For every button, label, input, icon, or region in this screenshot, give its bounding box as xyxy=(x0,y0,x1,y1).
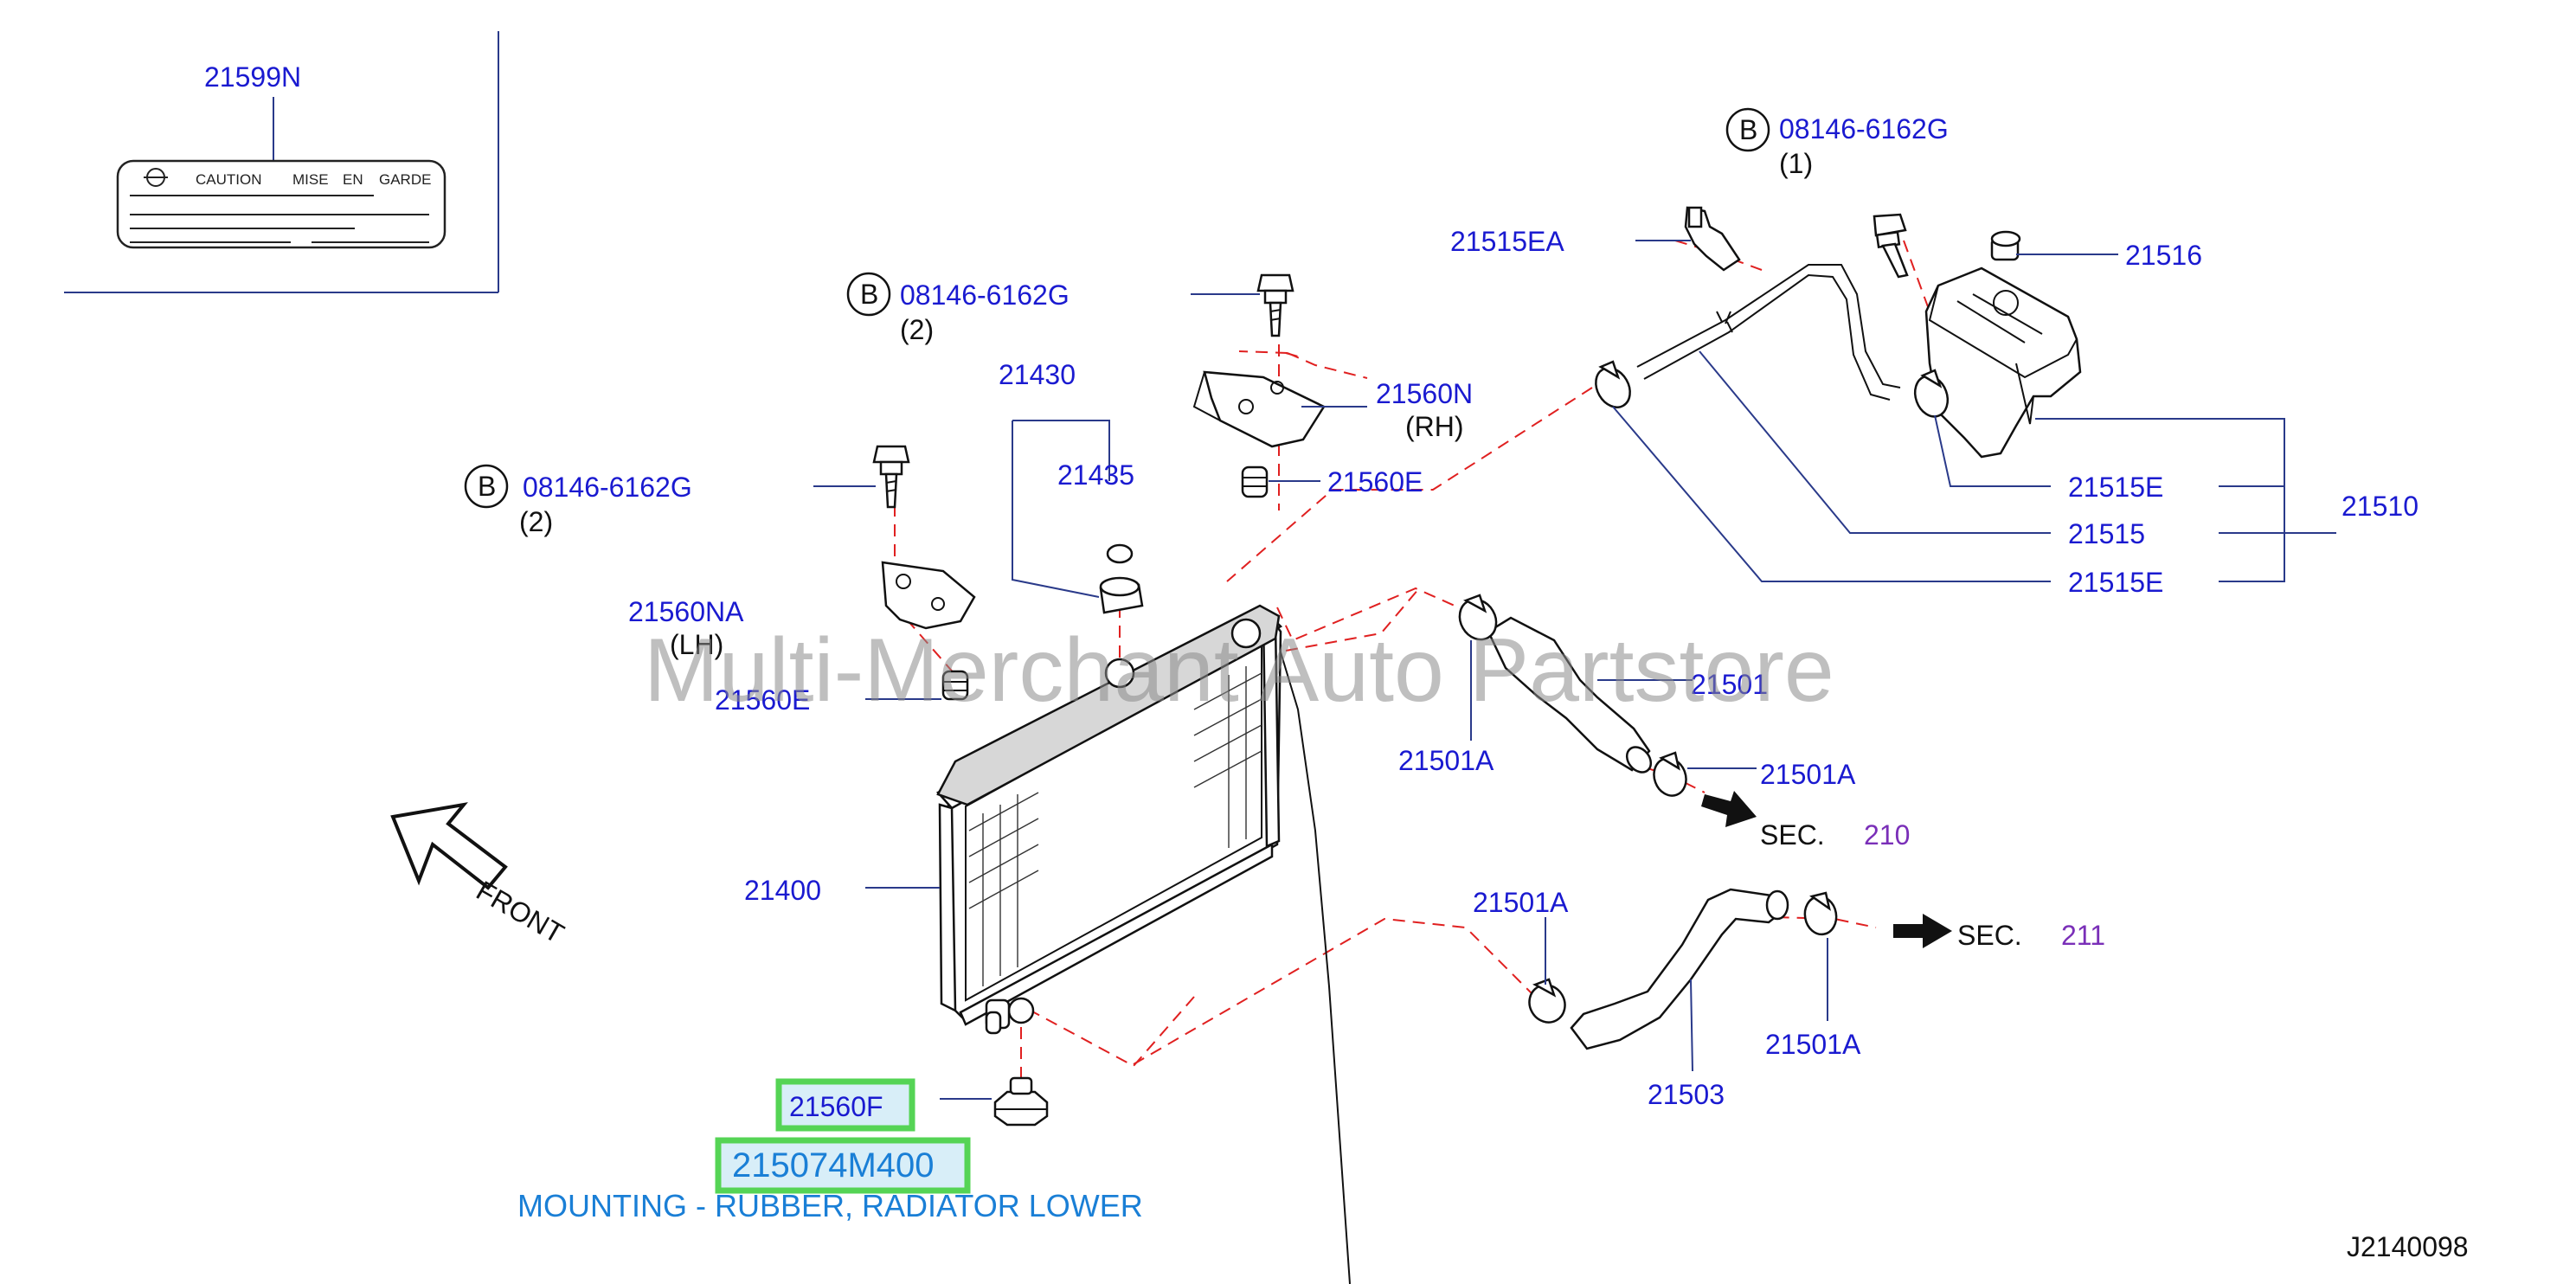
sec-210-prefix: SEC. xyxy=(1760,819,1825,851)
part-label-21430[interactable]: 21430 xyxy=(999,359,1076,390)
part-label-21501A-lower-left[interactable]: 21501A xyxy=(1473,887,1569,918)
reservoir-hose-21515[interactable] xyxy=(1636,264,1901,401)
caution-label-inset: 21599N CAUTION MISE EN GARDE xyxy=(64,31,499,293)
part-label-21501[interactable]: 21501 xyxy=(1691,669,1768,700)
part-label-08146-6162G-top[interactable]: 08146-6162G xyxy=(1779,113,1949,144)
leader-lines xyxy=(813,240,2336,1100)
side-rh: (RH) xyxy=(1405,411,1464,442)
part-label-21560F[interactable]: 21560F xyxy=(789,1091,883,1122)
qty-center: (2) xyxy=(900,314,934,345)
part-label-21515EA[interactable]: 21515EA xyxy=(1450,226,1564,257)
en-text: EN xyxy=(343,171,363,188)
part-label-21560N[interactable]: 21560N xyxy=(1376,378,1473,409)
part-label-21516[interactable]: 21516 xyxy=(2125,240,2202,271)
part-label-21560E-right[interactable]: 21560E xyxy=(1327,466,1423,498)
part-label-21501A-upper-left[interactable]: 21501A xyxy=(1398,745,1494,776)
clamp-21515E-left[interactable] xyxy=(1589,360,1636,414)
highlight-box-21560F xyxy=(775,1078,915,1132)
front-arrow-icon xyxy=(390,802,508,890)
part-label-21400[interactable]: 21400 xyxy=(744,875,821,906)
side-lh: (LH) xyxy=(670,629,723,660)
caution-label-sticker xyxy=(116,159,446,249)
part-label-21501A-lower-right[interactable]: 21501A xyxy=(1765,1029,1861,1060)
part-label-21510[interactable]: 21510 xyxy=(2342,491,2419,522)
part-labels: 08146-6162G (1) 21515EA 21516 08146-6162… xyxy=(519,113,2419,1110)
upper-hose-21501[interactable] xyxy=(1487,616,1655,777)
sec-211-arrow xyxy=(1893,914,1952,948)
insulator-21560E-right[interactable] xyxy=(1241,465,1269,498)
sec-211-link[interactable]: 211 xyxy=(2061,920,2105,951)
clamp-21501A-upper-right[interactable] xyxy=(1649,751,1692,800)
highlight-part-number[interactable]: 215074M400 xyxy=(732,1146,935,1184)
part-label-21560NA[interactable]: 21560NA xyxy=(628,596,744,627)
highlight-box-215074M400 xyxy=(715,1137,971,1194)
reservoir-tank-21510[interactable] xyxy=(1924,230,2082,459)
bolt-marker-circle-left xyxy=(464,464,509,509)
mount-rubber-21560F[interactable] xyxy=(993,1076,1049,1127)
clamp-21501A-lower-left[interactable] xyxy=(1523,978,1572,1029)
part-label-21599N[interactable]: 21599N xyxy=(204,61,301,93)
part-label-21435[interactable]: 21435 xyxy=(1057,459,1134,491)
watermark: Multi-Merchant Auto Partstore xyxy=(644,620,1834,721)
part-label-21515[interactable]: 21515 xyxy=(2068,518,2145,549)
radiator-21400[interactable] xyxy=(936,604,1283,1035)
reference-line xyxy=(1269,617,1351,1284)
part-label-21503[interactable]: 21503 xyxy=(1648,1079,1725,1110)
part-label-08146-6162G-center[interactable]: 08146-6162G xyxy=(900,279,1070,311)
lower-hose-21503[interactable] xyxy=(1570,888,1789,1050)
highlight-part-description: MOUNTING - RUBBER, RADIATOR LOWER xyxy=(517,1188,1143,1223)
diagram-id: J2140098 xyxy=(2347,1231,2469,1262)
bolt-marker-circle-top xyxy=(1725,107,1770,152)
bolt-marker-left: B xyxy=(478,471,496,502)
qty-left: (2) xyxy=(519,506,553,537)
bolt-marker-circle-center xyxy=(846,272,891,317)
bolt-top-right[interactable] xyxy=(1873,213,1909,279)
bracket-21560NA[interactable] xyxy=(881,561,976,630)
assembly-dashed-lines xyxy=(894,240,1984,1092)
bracket-21560N[interactable] xyxy=(1192,370,1326,448)
sec-210-link[interactable]: 210 xyxy=(1864,819,1910,851)
bolt-marker-center: B xyxy=(860,279,878,310)
bolt-marker-top: B xyxy=(1739,114,1757,145)
clamp-21515EA[interactable] xyxy=(1684,206,1741,272)
clamp-21501A-upper-left[interactable] xyxy=(1453,593,1504,646)
part-label-08146-6162G-left[interactable]: 08146-6162G xyxy=(523,472,692,503)
part-label-21515E-top[interactable]: 21515E xyxy=(2068,472,2163,503)
sec-210-arrow xyxy=(1701,791,1757,827)
part-label-21515E-bottom[interactable]: 21515E xyxy=(2068,567,2163,598)
insulator-21560E-left[interactable] xyxy=(941,670,969,701)
bolt-left[interactable] xyxy=(872,445,910,509)
caution-text: CAUTION xyxy=(196,171,262,188)
part-label-21560E-left[interactable]: 21560E xyxy=(715,684,810,716)
clamp-21501A-lower-right[interactable] xyxy=(1802,891,1839,937)
qty-top: (1) xyxy=(1779,148,1813,179)
sec-211-prefix: SEC. xyxy=(1957,920,2022,951)
part-label-21501A-upper-right[interactable]: 21501A xyxy=(1760,759,1856,790)
radiator-cap[interactable] xyxy=(1099,543,1144,614)
front-label: FRONT xyxy=(472,875,569,949)
bolt-center[interactable] xyxy=(1256,273,1294,337)
garde-text: GARDE xyxy=(379,171,431,188)
mise-text: MISE xyxy=(292,171,329,188)
clamp-21515E-right[interactable] xyxy=(1910,369,1953,421)
